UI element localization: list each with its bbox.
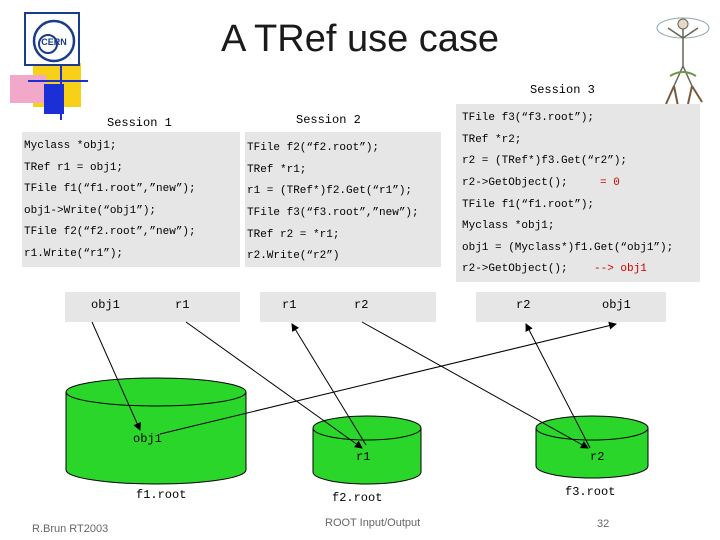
f3-root-cylinder bbox=[535, 415, 649, 479]
session2-line-6: r2.Write(“r2”) bbox=[247, 250, 340, 262]
session1-memory-box: obj1 r1 bbox=[65, 292, 240, 322]
blue-square bbox=[44, 84, 64, 114]
session1-line-3: TFile f1(“f1.root”,”new”); bbox=[24, 183, 196, 195]
session3-box-r2: r2 bbox=[516, 298, 531, 312]
session3-line-7: obj1 = (Myclass*)f1.Get(“obj1”); bbox=[462, 242, 674, 254]
session2-line-4: TFile f3(“f3.root”,”new”); bbox=[247, 207, 419, 219]
slide-title: A TRef use case bbox=[220, 18, 500, 60]
f1-root-label: f1.root bbox=[136, 488, 187, 502]
session1-line-1: Myclass *obj1; bbox=[24, 140, 117, 152]
session1-line-2: TRef r1 = obj1; bbox=[24, 162, 124, 174]
footer-section: ROOT Input/Output bbox=[325, 517, 421, 529]
session3-annotation-obj1: --> obj1 bbox=[594, 263, 647, 275]
session2-line-1: TFile f2(“f2.root”); bbox=[247, 142, 380, 154]
session1-line-6: r1.Write(“r1”); bbox=[24, 248, 124, 260]
f3-root-label: f3.root bbox=[565, 485, 616, 499]
session1-box-obj1: obj1 bbox=[91, 298, 120, 312]
session3-line-5: TFile f1(“f1.root”); bbox=[462, 199, 595, 211]
session3-annotation-null: = 0 bbox=[600, 177, 620, 189]
session2-line-2: TRef *r1; bbox=[247, 164, 307, 176]
session2-code-panel: TFile f2(“f2.root”); TRef *r1; r1 = (TRe… bbox=[245, 132, 441, 267]
session3-code-panel: TFile f3(“f3.root”); TRef *r2; r2 = (TRe… bbox=[456, 104, 700, 282]
session2-memory-box: r1 r2 bbox=[260, 292, 436, 322]
cern-logo-icon: CERN bbox=[32, 19, 76, 63]
f2-root-cylinder bbox=[312, 415, 422, 485]
session3-line-8: r2->GetObject(); bbox=[462, 263, 568, 275]
session1-line-5: TFile f2(“f2.root”,”new”); bbox=[24, 226, 196, 238]
session2-box-r2: r2 bbox=[354, 298, 369, 312]
session2-heading: Session 2 bbox=[296, 113, 361, 127]
footer-author: R.Brun RT2003 bbox=[32, 523, 109, 535]
session1-box-r1: r1 bbox=[175, 298, 190, 312]
session1-code-panel: Myclass *obj1; TRef r1 = obj1; TFile f1(… bbox=[22, 132, 240, 267]
arrow-r1-write bbox=[185, 321, 363, 449]
session1-heading: Session 1 bbox=[107, 116, 172, 130]
f1-root-cylinder bbox=[65, 377, 247, 485]
blue-bar-horizontal bbox=[28, 80, 88, 82]
pink-square bbox=[10, 75, 46, 103]
session3-line-1: TFile f3(“f3.root”); bbox=[462, 112, 595, 124]
session3-memory-box: r2 obj1 bbox=[476, 292, 666, 322]
f1-content-obj1: obj1 bbox=[133, 432, 162, 446]
arrow-r1-read bbox=[291, 323, 367, 446]
session3-line-4: r2->GetObject(); bbox=[462, 177, 568, 189]
f3-content-r2: r2 bbox=[590, 450, 605, 464]
cern-logo: CERN bbox=[24, 12, 80, 66]
session3-heading: Session 3 bbox=[530, 83, 595, 97]
arrow-r2-write bbox=[361, 321, 589, 449]
session3-box-obj1: obj1 bbox=[602, 298, 631, 312]
session1-line-4: obj1->Write(“obj1”); bbox=[24, 205, 157, 217]
session2-line-3: r1 = (TRef*)f2.Get(“r1”); bbox=[247, 185, 413, 197]
root-tree-icon bbox=[656, 17, 710, 107]
blue-bar-vertical bbox=[60, 56, 62, 120]
session2-box-r1: r1 bbox=[282, 298, 297, 312]
session3-line-2: TRef *r2; bbox=[462, 134, 522, 146]
session3-line-3: r2 = (TRef*)f3.Get(“r2”); bbox=[462, 155, 628, 167]
footer-page-number: 32 bbox=[597, 518, 610, 530]
root-figure-logo bbox=[650, 6, 716, 110]
session3-line-6: Myclass *obj1; bbox=[462, 220, 555, 232]
svg-text:CERN: CERN bbox=[41, 37, 67, 47]
f2-root-label: f2.root bbox=[332, 491, 383, 505]
session2-line-5: TRef r2 = *r1; bbox=[247, 229, 340, 241]
arrow-obj1-write bbox=[91, 321, 141, 431]
arrow-obj1-read bbox=[159, 321, 617, 435]
f2-content-r1: r1 bbox=[356, 450, 371, 464]
arrow-r2-read bbox=[525, 323, 591, 449]
